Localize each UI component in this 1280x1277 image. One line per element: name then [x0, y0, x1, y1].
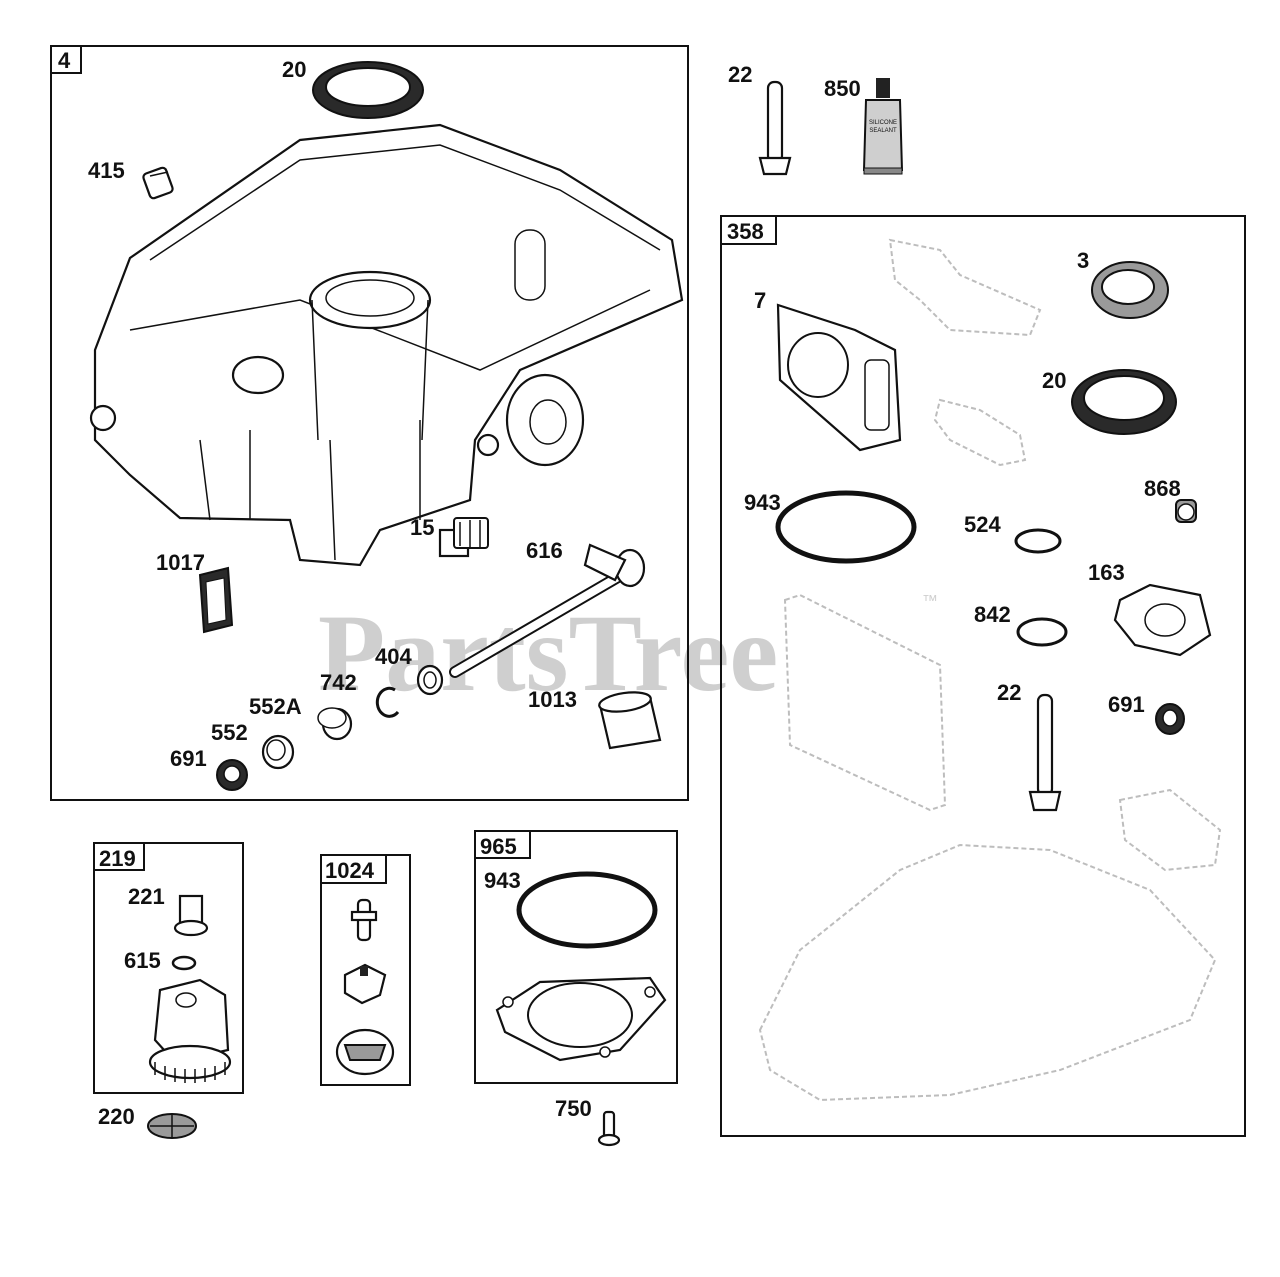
label-850: 850	[824, 76, 861, 101]
box-4-id: 4	[58, 48, 71, 73]
label-615: 615	[124, 948, 161, 973]
label-552: 552	[211, 720, 248, 745]
box-1024: 1024	[320, 854, 411, 1086]
label-220: 220	[98, 1104, 135, 1129]
box-1024-id: 1024	[325, 858, 375, 883]
label-943-965: 943	[484, 868, 521, 893]
box-358-id: 358	[727, 219, 764, 244]
seal-691-kit-icon[interactable]	[1155, 703, 1185, 735]
ring-943-kit-icon[interactable]	[775, 490, 917, 564]
label-691-kit: 691	[1108, 692, 1145, 717]
clip-742-icon[interactable]	[375, 686, 400, 718]
label-616: 616	[526, 538, 563, 563]
box-358: 358	[720, 215, 1246, 1137]
pump-rotor-outer-icon[interactable]	[335, 1028, 395, 1076]
sealant-tube-850-icon[interactable]: SILICONE SEALANT	[862, 78, 904, 175]
label-691-main: 691	[170, 746, 207, 771]
filter-1017-icon[interactable]	[198, 566, 234, 634]
bushing-552a-icon[interactable]	[317, 707, 353, 741]
crankcase-sump-icon[interactable]	[89, 123, 684, 567]
label-1017: 1017	[156, 550, 205, 575]
washer-404-icon[interactable]	[416, 664, 444, 696]
watermark-trademark: ™	[922, 593, 938, 610]
ring-842-icon[interactable]	[1016, 617, 1068, 647]
sealant-text-2: SEALANT	[869, 128, 897, 134]
label-404: 404	[375, 644, 412, 669]
gasket-ghost-mid-icon	[933, 398, 1027, 467]
box-219-id: 219	[99, 846, 136, 871]
label-868: 868	[1144, 476, 1181, 501]
screw-750-icon[interactable]	[597, 1110, 621, 1147]
box-4: 4	[50, 45, 689, 801]
label-742: 742	[320, 670, 357, 695]
label-22-top: 22	[728, 62, 752, 87]
drain-plug-15-icon[interactable]	[438, 517, 489, 558]
seal-691-icon[interactable]	[216, 759, 248, 791]
plug-415-icon[interactable]	[142, 166, 174, 200]
seal-20-icon[interactable]	[312, 61, 424, 119]
label-524: 524	[964, 512, 1001, 537]
governor-shaft-616-icon[interactable]	[449, 543, 646, 678]
box-965-id: 965	[480, 834, 517, 859]
ring-615-icon[interactable]	[171, 955, 197, 971]
label-842: 842	[974, 602, 1011, 627]
label-750: 750	[555, 1096, 592, 1121]
governor-gear-221-icon[interactable]	[173, 894, 209, 937]
seal-20-kit-icon[interactable]	[1071, 369, 1177, 435]
seal-3-icon[interactable]	[1091, 261, 1169, 319]
plug-868-icon[interactable]	[1175, 499, 1197, 523]
sleeve-1013-icon[interactable]	[598, 689, 662, 750]
label-7: 7	[754, 288, 766, 313]
ring-524-icon[interactable]	[1014, 528, 1062, 554]
head-gasket-7-icon[interactable]	[776, 303, 902, 452]
label-3: 3	[1077, 248, 1089, 273]
label-163: 163	[1088, 560, 1125, 585]
gasket-ghost-right-icon	[1118, 788, 1222, 872]
label-1013: 1013	[528, 687, 577, 712]
label-221: 221	[128, 884, 165, 909]
gasket-ghost-top-icon	[888, 238, 1042, 337]
gasket-ghost-sump-icon	[758, 843, 1217, 1102]
pump-rotor-inner-icon[interactable]	[343, 963, 387, 1005]
gasket-163-icon[interactable]	[1113, 583, 1212, 657]
label-943-kit: 943	[744, 490, 781, 515]
box-965: 965	[474, 830, 678, 1084]
sealant-text-1: SILICONE	[869, 120, 897, 126]
label-15: 15	[410, 515, 434, 540]
gear-assembly-icon[interactable]	[148, 978, 232, 1083]
pump-cover-plate-icon[interactable]	[495, 976, 667, 1062]
label-552a: 552A	[249, 694, 302, 719]
label-20-kit: 20	[1042, 368, 1066, 393]
label-20-top: 20	[282, 57, 306, 82]
box-219: 219	[93, 842, 244, 1094]
disc-220-icon[interactable]	[147, 1113, 197, 1139]
ring-943-965-icon[interactable]	[516, 871, 658, 949]
bushing-552-icon[interactable]	[261, 734, 295, 770]
label-22-kit: 22	[997, 680, 1021, 705]
pump-pin-icon[interactable]	[350, 898, 378, 942]
bolt-22-kit-icon[interactable]	[1028, 693, 1062, 812]
label-415: 415	[88, 158, 125, 183]
gasket-ghost-cover-icon	[783, 593, 947, 812]
bolt-22-icon[interactable]	[758, 80, 792, 176]
